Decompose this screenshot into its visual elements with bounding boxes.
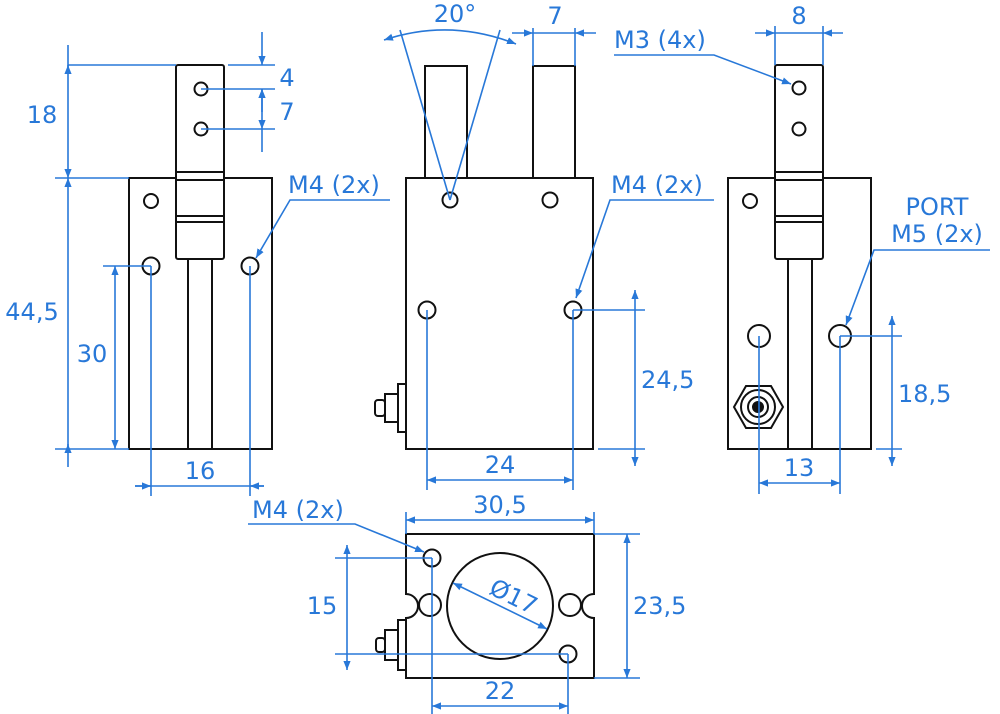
jaw-right: [532, 65, 576, 179]
callout-m4-holes: M4 (2x): [288, 171, 380, 199]
fitting-tip: [375, 637, 386, 653]
callout-m4-holes: M4 (2x): [611, 171, 703, 199]
body-hole: [143, 193, 159, 209]
dim-hole-top-offset: 4: [279, 64, 294, 92]
dim-height: 23,5: [633, 592, 686, 620]
callout-port-label: PORT: [906, 193, 969, 221]
callout-port-size: M5 (2x): [891, 220, 983, 248]
fitting-tip: [374, 399, 386, 417]
fitting-body: [397, 383, 407, 433]
side-hole: [418, 593, 442, 617]
dim-hole-spacing: 24: [485, 451, 516, 479]
m3-hole: [791, 121, 807, 137]
dim-jaw-width: 7: [547, 2, 562, 30]
dim-hole-spacing-horizontal: 16: [185, 457, 216, 485]
finger-outline: [175, 64, 225, 260]
dim-port-spacing: 13: [784, 454, 815, 482]
dim-body-height: 44,5: [5, 298, 58, 326]
body-hole: [742, 193, 758, 209]
finger-outline: [774, 64, 824, 260]
jaw-left: [424, 65, 468, 179]
side-view-right: 8 M3 (4x) PORT M5 (2x) 18,5 13: [614, 2, 990, 494]
dim-finger-width: 8: [791, 2, 806, 30]
piston-rod: [787, 257, 813, 450]
dim-port-height: 18,5: [898, 380, 951, 408]
m3-hole: [791, 80, 807, 96]
dim-width: 30,5: [473, 491, 526, 519]
side-view-left: 18 44,5 30 4 7 16 M4 (2x): [5, 32, 390, 496]
fitting-nut: [384, 629, 399, 661]
fitting-body: [397, 619, 407, 671]
piston-rod: [187, 257, 213, 450]
dim-hole-height: 30: [77, 340, 108, 368]
dim-hole-spacing-horizontal: 22: [485, 677, 516, 705]
body-outline: [405, 177, 594, 450]
dim-jaw-angle: 20°: [434, 0, 477, 28]
side-hole: [558, 593, 582, 617]
callout-m4-holes: M4 (2x): [252, 496, 344, 524]
callout-m3-holes: M3 (4x): [614, 26, 706, 54]
dim-hole-height: 24,5: [641, 366, 694, 394]
dim-hole-spacing-vertical: 15: [307, 592, 338, 620]
dim-hole-spacing: 7: [279, 98, 294, 126]
dim-finger-length: 18: [27, 101, 58, 129]
front-view: 20° 7 M4 (2x) 24,5 24: [374, 0, 714, 490]
bottom-view: 30,5 23,5 15 22 Ø17 M4 (2x): [248, 491, 686, 714]
body-hole: [541, 191, 559, 209]
fitting-nut: [384, 393, 399, 423]
